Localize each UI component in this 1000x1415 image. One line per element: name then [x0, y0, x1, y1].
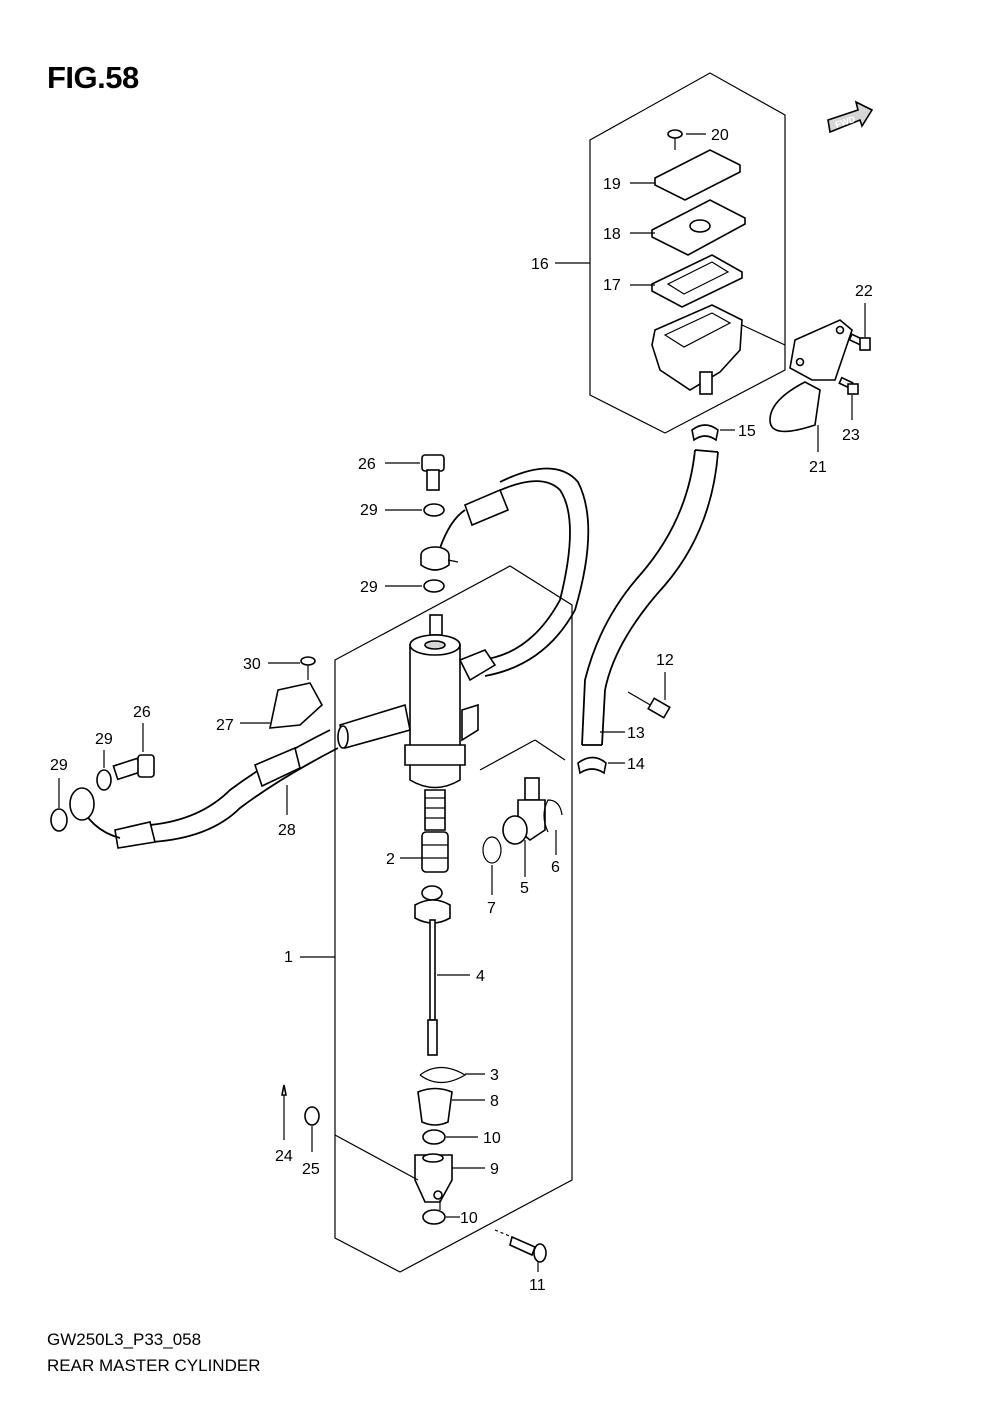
- part-7-o-ring: [482, 836, 502, 864]
- callout-26-a: 26: [358, 456, 376, 473]
- callout-10-a: 10: [483, 1130, 501, 1147]
- part-11-clevis-pin: [494, 1229, 547, 1263]
- callout-29-c: 29: [95, 731, 113, 748]
- callout-28: 28: [278, 822, 296, 839]
- part-29-washer-b: [423, 579, 445, 593]
- part-21-bracket: [769, 319, 853, 433]
- part-3-circlip: [419, 1066, 467, 1084]
- callout-17: 17: [603, 277, 621, 294]
- part-25-washer: [304, 1106, 320, 1126]
- part-10-nut-b: [422, 1209, 446, 1225]
- part-5-inlet-joint: [502, 777, 546, 845]
- part-14-clamp: [577, 756, 607, 775]
- callout-13: 13: [627, 725, 645, 742]
- part-8-boot: [417, 1087, 453, 1126]
- callout-24: 24: [275, 1148, 293, 1165]
- callout-15: 15: [738, 423, 756, 440]
- callout-20: 20: [711, 127, 729, 144]
- callout-29-b: 29: [360, 579, 378, 596]
- diagram-caption: REAR MASTER CYLINDER: [47, 1356, 261, 1375]
- callout-19: 19: [603, 176, 621, 193]
- part-22-bolt: [848, 303, 871, 351]
- callout-labels: 1 2 3 4 5 6 7 8 9 10 10 11 12 13 14 15 1…: [50, 127, 873, 1294]
- part-29-washer-a: [423, 503, 445, 517]
- callout-18: 18: [603, 226, 621, 243]
- callout-12: 12: [656, 652, 674, 669]
- callout-30: 30: [243, 656, 261, 673]
- part-15-clamp: [691, 424, 719, 442]
- diagram-code: GW250L3_P33_058: [47, 1330, 202, 1349]
- banjo-fitting-left: [69, 787, 95, 821]
- callout-22: 22: [855, 283, 873, 300]
- part-2-piston-kit: [421, 789, 449, 873]
- callout-10-b: 10: [460, 1210, 478, 1227]
- part-27-hose-clamp: [268, 682, 324, 729]
- banjo-fitting-top: [420, 509, 466, 571]
- callout-16: 16: [531, 256, 549, 273]
- callout-11: 11: [529, 1277, 546, 1294]
- callout-14: 14: [627, 756, 645, 773]
- callout-6: 6: [551, 859, 560, 876]
- callout-27: 27: [216, 717, 234, 734]
- callout-25: 25: [302, 1161, 320, 1178]
- part-6-circlip: [543, 799, 563, 833]
- part-13-reservoir-hose: [581, 449, 719, 746]
- fwd-arrow-icon: FWD: [827, 100, 874, 134]
- callout-8: 8: [490, 1093, 499, 1110]
- part-23-bolt: [838, 376, 859, 420]
- callout-4: 4: [476, 968, 485, 985]
- callout-5: 5: [520, 880, 529, 897]
- callout-1: 1: [284, 949, 293, 966]
- part-9-clevis: [414, 1153, 453, 1203]
- callout-3: 3: [490, 1067, 499, 1084]
- part-12-bolt: [627, 672, 671, 719]
- callout-26-b: 26: [133, 704, 151, 721]
- master-cylinder-group-outline: [334, 565, 573, 1273]
- part-4-push-rod: [414, 885, 451, 1056]
- part-29-washer-c: [96, 769, 112, 791]
- part-26-union-bolt-left: [112, 754, 155, 781]
- part-28-brake-hose: [77, 729, 339, 849]
- callout-9: 9: [490, 1161, 499, 1178]
- part-29-washer-d: [50, 808, 68, 832]
- part-20-screw: [667, 129, 683, 150]
- reservoir-body: [651, 304, 743, 395]
- part-19-reservoir-cap: [654, 149, 741, 201]
- callout-29-d: 29: [50, 757, 68, 774]
- callout-23: 23: [842, 427, 860, 444]
- part-24-cotter-pin: [281, 1084, 287, 1140]
- part-17-diaphragm: [651, 254, 743, 308]
- callout-21: 21: [809, 459, 827, 476]
- callout-7: 7: [487, 900, 496, 917]
- reservoir-group-outline: [589, 72, 786, 434]
- callout-2: 2: [386, 851, 395, 868]
- figure-title: FIG.58: [47, 60, 139, 95]
- part-10-nut-a: [422, 1129, 446, 1145]
- brake-hose: [463, 467, 590, 677]
- part-30-screw: [300, 656, 316, 680]
- part-26-union-bolt-top: [385, 454, 445, 491]
- callout-29-a: 29: [360, 502, 378, 519]
- master-cylinder-body: [337, 614, 497, 789]
